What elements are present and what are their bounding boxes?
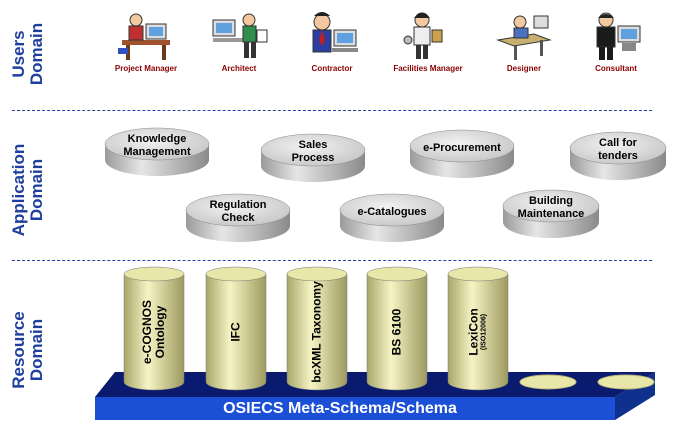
resource-label: LexiCon (ISO12006) (467, 277, 489, 387)
user-project-manager: Project Manager (101, 10, 191, 73)
empty-slot (519, 374, 577, 390)
user-designer: Designer (479, 10, 569, 73)
user-label: Facilities Manager (393, 64, 463, 73)
resource-bs-6100: BS 6100 (365, 266, 429, 392)
app-label: e-Procurement (423, 141, 501, 154)
divider-users-application (12, 110, 652, 111)
resource-label: IFC (228, 322, 243, 342)
empty-slot (597, 374, 655, 390)
user-label: Project Manager (114, 64, 178, 73)
user-facilities-manager: Facilities Manager (383, 10, 473, 73)
app-knowledge-management: Knowledge Management (103, 124, 211, 180)
resource-sublabel: (ISO12006) (480, 313, 488, 351)
app-label: Sales Process (291, 139, 335, 164)
contractor-icon (312, 12, 358, 53)
designer-icon (496, 15, 552, 60)
app-label: Building Maintenance (517, 195, 585, 220)
platform-label: OSIECS Meta-Schema/Schema (223, 400, 457, 417)
app-label: Call for tenders (598, 137, 638, 162)
resource-label: BS 6100 (389, 308, 404, 356)
app-label: Knowledge Management (123, 133, 191, 158)
app-e-catalogues: e-Catalogues (338, 190, 446, 246)
divider-application-resource (12, 260, 652, 261)
user-label: Designer (506, 64, 542, 73)
architect-icon (212, 13, 268, 58)
app-e-procurement: e-Procurement (408, 126, 516, 182)
resource-ifc: IFC (204, 266, 268, 392)
user-label: Architect (221, 64, 257, 73)
user-consultant: Consultant (571, 10, 661, 73)
user-label: Contractor (311, 64, 353, 73)
app-label: e-Catalogues (357, 205, 427, 218)
facilities-manager-icon (403, 12, 443, 59)
user-architect: Architect (194, 10, 284, 73)
user-contractor: Contractor (287, 10, 377, 73)
resource-bcxml-taxonomy: bcXML Taxonomy (285, 266, 349, 392)
consultant-icon (596, 12, 641, 60)
app-building-maintenance: Building Maintenance (501, 186, 609, 242)
app-label: Regulation Check (209, 199, 267, 224)
app-sales-process: Sales Process (259, 130, 367, 186)
resource-label: bcXML Taxonomy (309, 281, 324, 383)
user-label: Consultant (595, 64, 637, 73)
app-call-for-tenders: Call for tenders (568, 128, 676, 184)
resource-lexicon: LexiCon (ISO12006) (446, 266, 510, 392)
resource-label: e-COGNOS Ontology (140, 300, 167, 365)
resource-e-cognos-ontology: e-COGNOS Ontology (122, 266, 186, 392)
app-regulation-check: Regulation Check (184, 190, 292, 246)
project-manager-icon (118, 13, 170, 60)
